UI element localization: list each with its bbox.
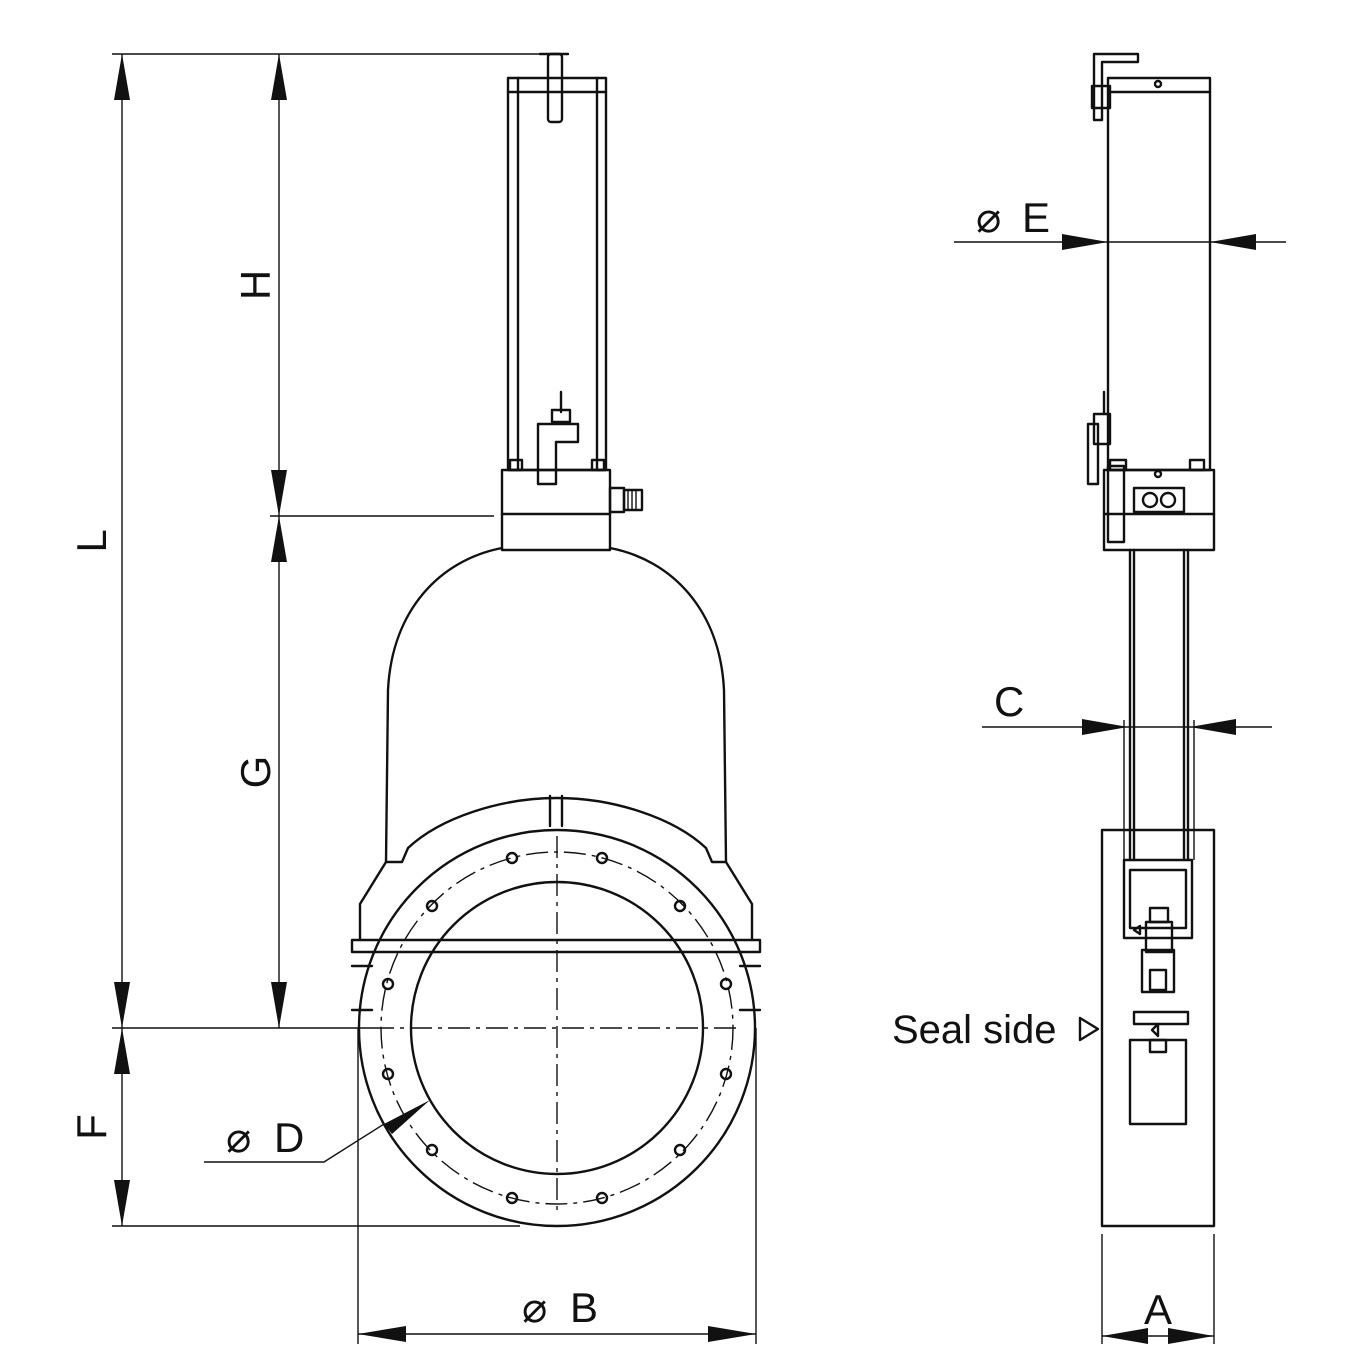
side-mounting-block (1102, 468, 1216, 552)
side-dimensions: ⌀ E C A Seal side (892, 194, 1286, 1344)
side-seal (1128, 1038, 1188, 1126)
dim-label-H: H (232, 270, 279, 300)
dim-label-F: F (68, 1114, 115, 1140)
triangle-right-outline-icon (1078, 1016, 1100, 1042)
diameter-icon: ⌀ (976, 194, 1001, 241)
side-valve-body (1100, 828, 1216, 1228)
side-cylinder (1106, 76, 1212, 472)
dim-label-A: A (1144, 1286, 1172, 1333)
side-view (1086, 52, 1216, 1228)
front-view (350, 52, 762, 1228)
front-dimensions: L H G F ⌀ D ⌀ B (68, 53, 757, 1344)
dim-label-D: D (274, 1114, 304, 1161)
bolt-holes (381, 851, 733, 1205)
seal-side-label: Seal side (892, 1008, 1057, 1052)
diameter-icon: ⌀ (522, 1284, 547, 1331)
dim-label-B: B (570, 1284, 598, 1331)
dim-label-G: G (232, 756, 279, 789)
dim-label-C: C (994, 678, 1024, 725)
bonnet-housing (384, 546, 728, 864)
diameter-icon: ⌀ (226, 1114, 251, 1161)
limit-switch-bracket (536, 390, 580, 486)
dim-label-L: L (68, 529, 115, 552)
dim-label-E: E (1022, 194, 1050, 241)
